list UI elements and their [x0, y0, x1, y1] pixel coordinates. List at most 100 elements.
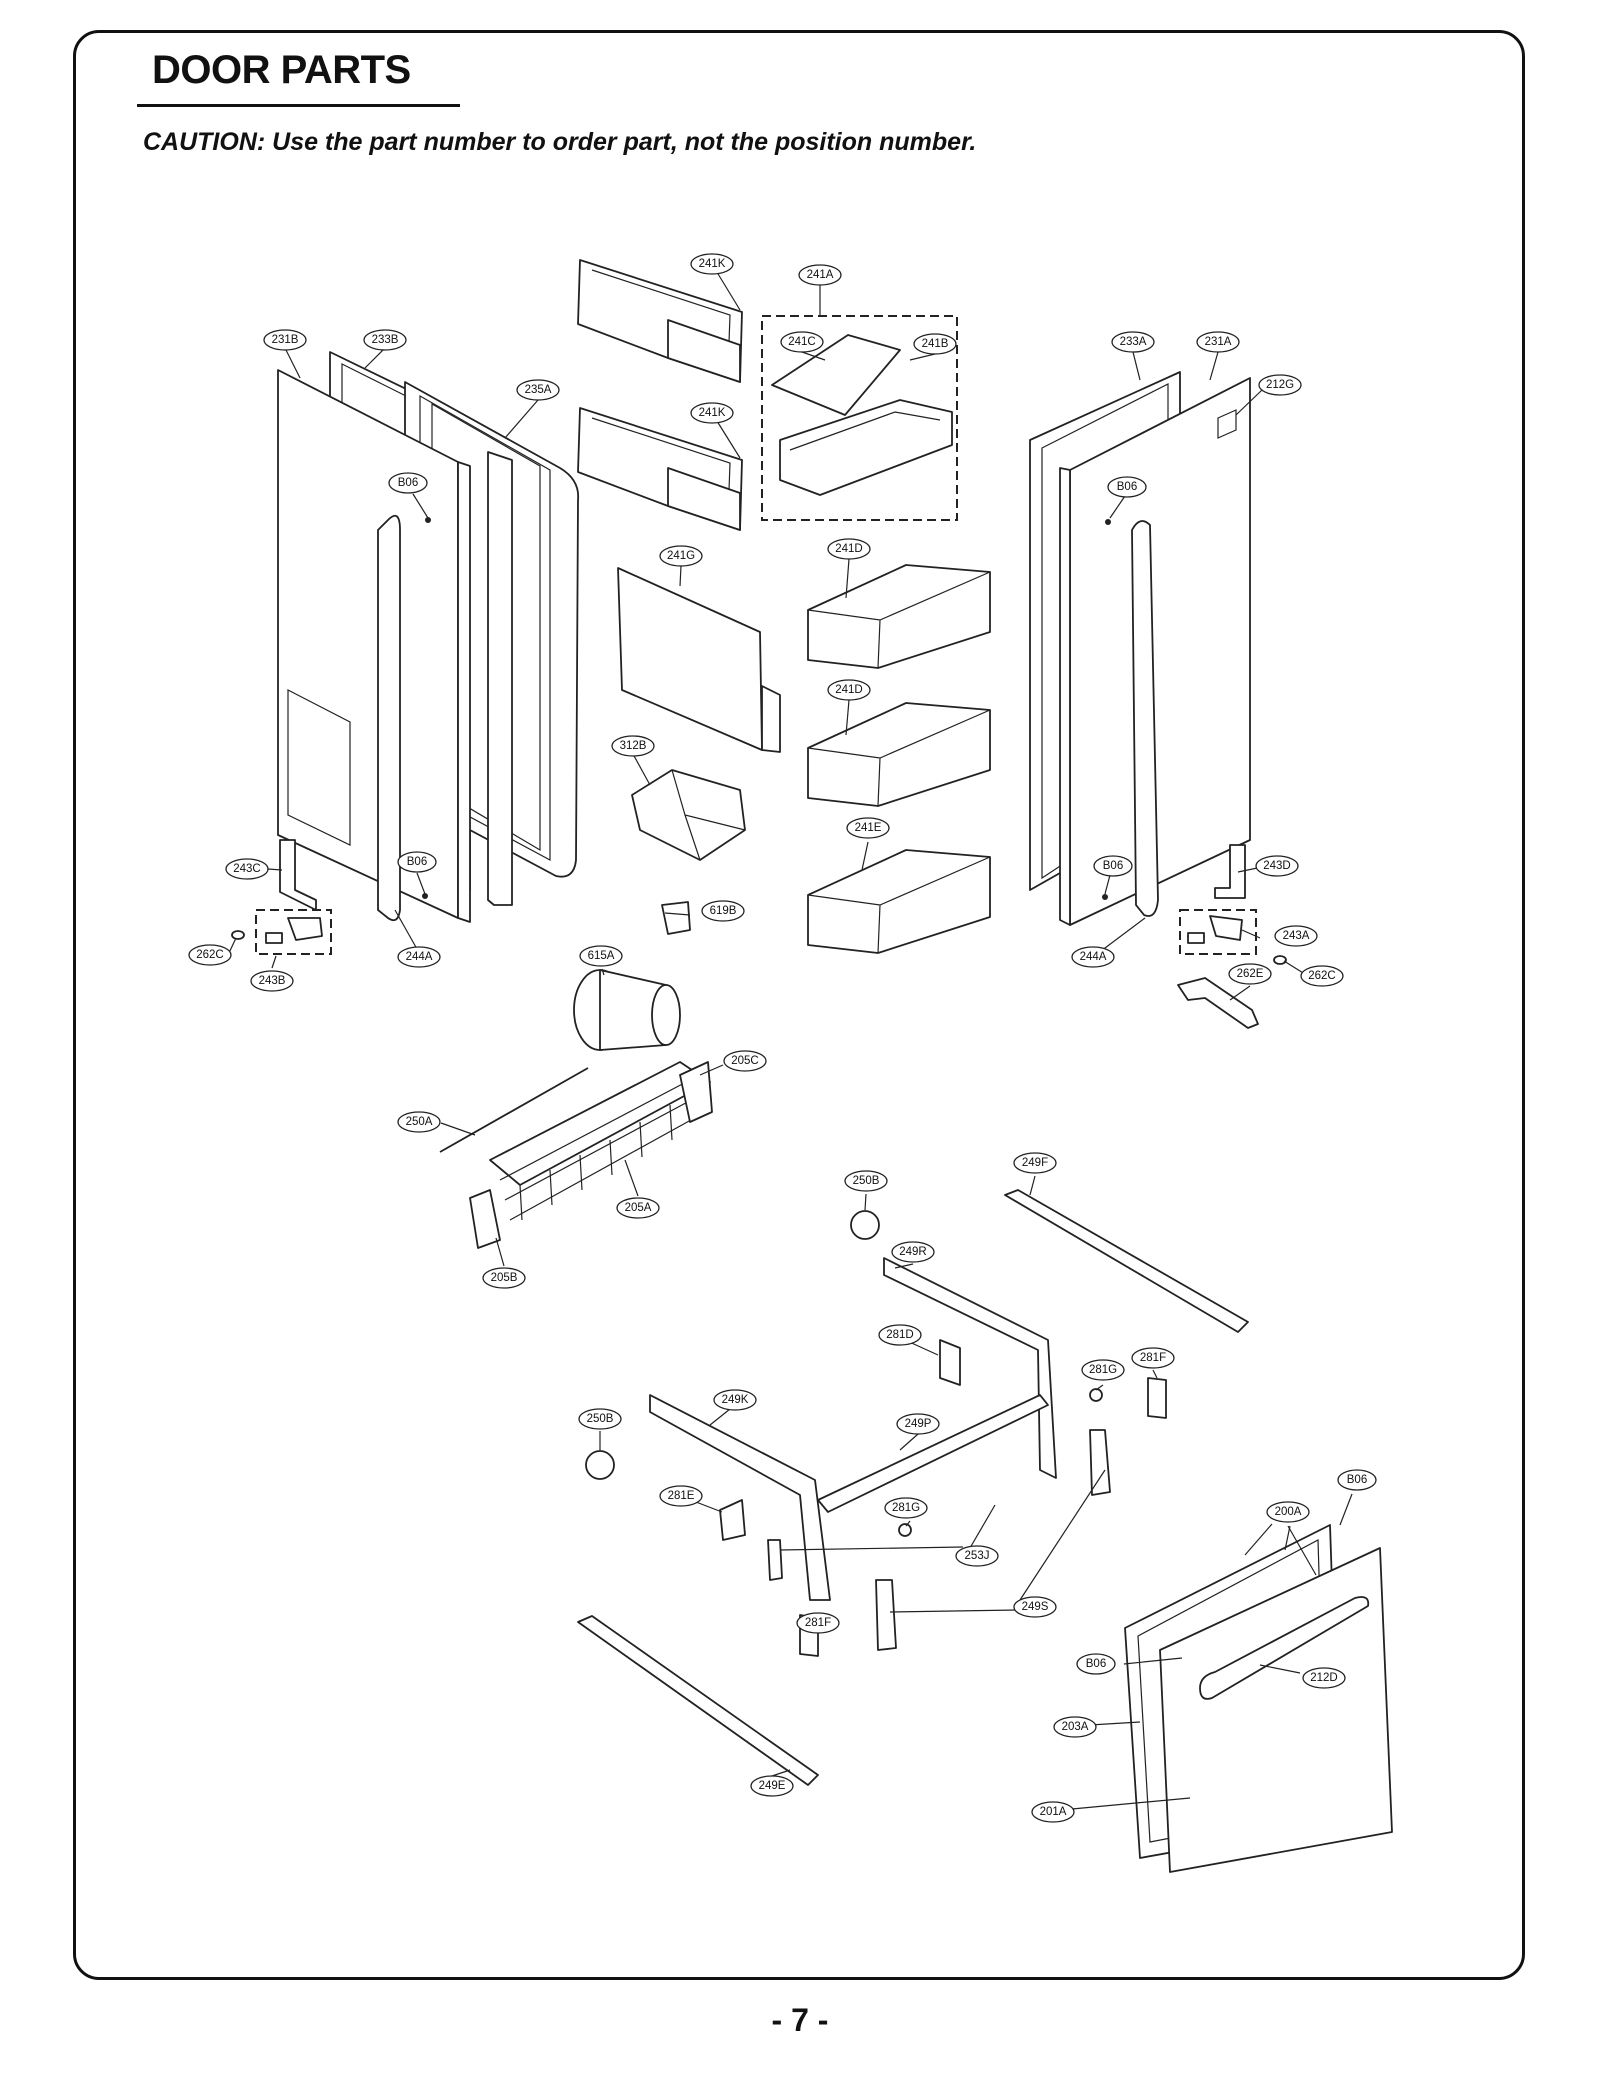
svg-text:262E: 262E	[1237, 968, 1264, 980]
page-border	[73, 30, 1525, 1980]
callout-249s: 249S	[1013, 1596, 1057, 1618]
callout-243b: 243B	[250, 970, 294, 992]
left-door-assembly	[277, 351, 580, 923]
callout-249r: 249R	[891, 1241, 935, 1263]
callout-241d: 241D	[827, 538, 871, 560]
callout-244a: 244A	[397, 946, 441, 968]
svg-text:250A: 250A	[406, 1116, 433, 1128]
svg-text:241D: 241D	[835, 543, 863, 555]
svg-text:281D: 281D	[886, 1329, 914, 1341]
callout-212g: 212G	[1258, 374, 1302, 396]
svg-text:231A: 231A	[1205, 336, 1232, 348]
left-hinge-parts	[231, 839, 332, 955]
svg-text:212G: 212G	[1266, 379, 1294, 391]
svg-text:241K: 241K	[699, 258, 726, 270]
svg-text:235A: 235A	[525, 384, 552, 396]
callout-241k: 241K	[690, 402, 734, 424]
svg-text:619B: 619B	[710, 905, 737, 917]
callout-201a: 201A	[1031, 1801, 1075, 1823]
svg-text:615A: 615A	[588, 950, 615, 962]
svg-text:249S: 249S	[1022, 1601, 1049, 1613]
page-number: - 7 -	[771, 2002, 829, 2038]
callout-233b: 233B	[363, 329, 407, 351]
svg-text:249P: 249P	[905, 1418, 932, 1430]
callout-312b: 312B	[611, 735, 655, 757]
svg-text:262C: 262C	[1308, 970, 1336, 982]
svg-text:281F: 281F	[1140, 1352, 1166, 1364]
callout-615a: 615A	[579, 945, 623, 967]
svg-text:241K: 241K	[699, 407, 726, 419]
svg-text:243B: 243B	[259, 975, 286, 987]
right-hinge-parts	[1177, 844, 1287, 1029]
svg-text:250B: 250B	[853, 1175, 880, 1187]
callout-243c: 243C	[225, 858, 269, 880]
callout-249f: 249F	[1013, 1152, 1057, 1174]
svg-text:253J: 253J	[965, 1550, 990, 1562]
svg-text:241C: 241C	[788, 336, 816, 348]
callout-250b: 250B	[844, 1170, 888, 1192]
svg-text:281F: 281F	[805, 1617, 831, 1629]
callout-241d: 241D	[827, 679, 871, 701]
svg-text:205C: 205C	[731, 1055, 759, 1067]
svg-text:249K: 249K	[722, 1394, 749, 1406]
svg-text:243D: 243D	[1263, 860, 1291, 872]
callout-281g: 281G	[884, 1497, 928, 1519]
callout-233a: 233A	[1111, 331, 1155, 353]
callout-281f: 281F	[1131, 1347, 1175, 1369]
svg-text:312B: 312B	[620, 740, 647, 752]
svg-text:200A: 200A	[1275, 1506, 1302, 1518]
callout-243a: 243A	[1274, 925, 1318, 947]
callout-250a: 250A	[397, 1111, 441, 1133]
svg-text:205B: 205B	[491, 1272, 518, 1284]
callout-241a: 241A	[798, 264, 842, 286]
callout-241b: 241B	[913, 333, 957, 355]
svg-text:243A: 243A	[1283, 930, 1310, 942]
svg-text:244A: 244A	[1080, 951, 1107, 963]
svg-text:233A: 233A	[1120, 336, 1147, 348]
svg-text:241E: 241E	[855, 822, 882, 834]
page-title: DOOR PARTS	[152, 48, 411, 92]
svg-text:205A: 205A	[625, 1202, 652, 1214]
callout-205c: 205C	[723, 1050, 767, 1072]
callout-241e: 241E	[846, 817, 890, 839]
callout-249e: 249E	[750, 1775, 794, 1797]
freezer-basket	[439, 1061, 713, 1249]
svg-text:281G: 281G	[1089, 1364, 1117, 1376]
svg-text:241A: 241A	[807, 269, 834, 281]
svg-text:212D: 212D	[1310, 1672, 1338, 1684]
svg-text:B06: B06	[1347, 1474, 1367, 1486]
svg-text:244A: 244A	[406, 951, 433, 963]
callout-b06: B06	[1337, 1469, 1377, 1491]
svg-text:241D: 241D	[835, 684, 863, 696]
callout-231a: 231A	[1196, 331, 1240, 353]
callout-212d: 212D	[1302, 1667, 1346, 1689]
leader-lines	[227, 263, 1353, 1810]
callout-b06: B06	[388, 472, 428, 494]
svg-text:201A: 201A	[1040, 1806, 1067, 1818]
callout-b06: B06	[1076, 1653, 1116, 1675]
callout-249k: 249K	[713, 1389, 757, 1411]
callout-241c: 241C	[780, 331, 824, 353]
svg-text:233B: 233B	[372, 334, 399, 346]
callout-243d: 243D	[1255, 855, 1299, 877]
callout-b06: B06	[1107, 476, 1147, 498]
svg-text:B06: B06	[407, 856, 427, 868]
callout-205b: 205B	[482, 1267, 526, 1289]
callout-281f: 281F	[796, 1612, 840, 1634]
svg-text:B06: B06	[1086, 1658, 1106, 1670]
svg-text:249R: 249R	[899, 1246, 927, 1258]
callout-200a: 200A	[1266, 1501, 1310, 1523]
svg-text:250B: 250B	[587, 1413, 614, 1425]
svg-text:281E: 281E	[668, 1490, 695, 1502]
callout-241g: 241G	[659, 545, 703, 567]
callout-281d: 281D	[878, 1324, 922, 1346]
callout-241k: 241K	[690, 253, 734, 275]
callout-205a: 205A	[616, 1197, 660, 1219]
part-callouts: 241K 241A 241C 241B 241K 231B 233B 235A …	[188, 253, 1377, 1823]
caution-note: CAUTION: Use the part number to order pa…	[143, 128, 977, 156]
svg-text:231B: 231B	[272, 334, 299, 346]
drawer-door-assembly	[1124, 1524, 1393, 1873]
svg-text:262C: 262C	[196, 949, 224, 961]
title-underline	[137, 104, 460, 107]
